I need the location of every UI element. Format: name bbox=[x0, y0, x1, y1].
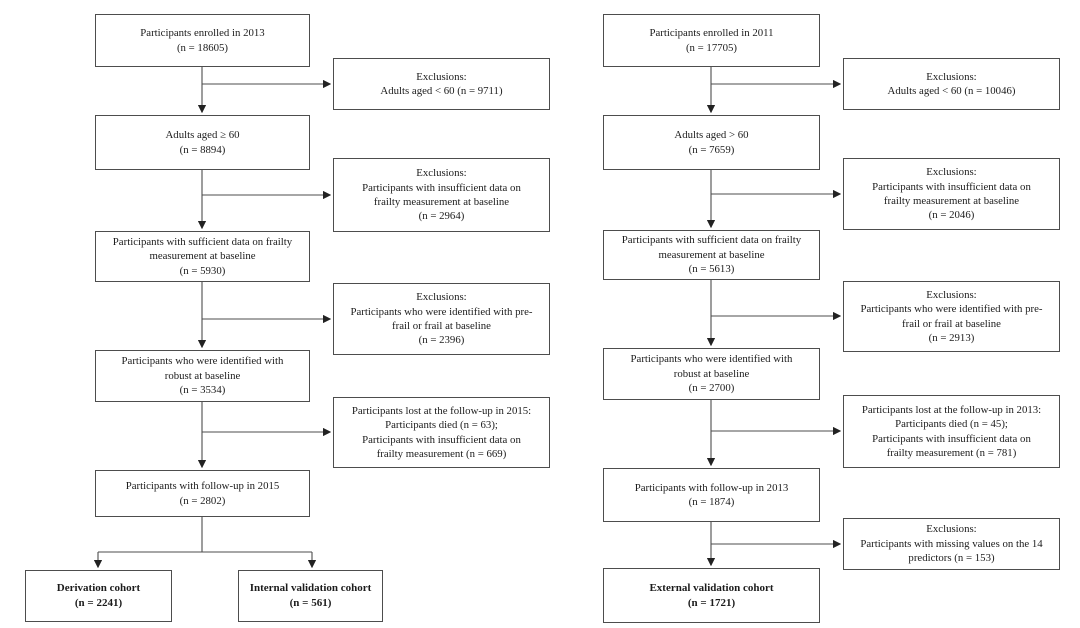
outcome-box-internal-validation-cohort-text: Internal validation cohort (n = 561) bbox=[249, 582, 372, 609]
exclusion-box-age-left-text: Exclusions: Adults aged < 60 (n = 9711) bbox=[380, 70, 503, 97]
flow-box-sufficient-data-right-text: Participants with sufficient data on fra… bbox=[621, 234, 802, 276]
exclusion-box-insufficient-left: Exclusions: Participants with insufficie… bbox=[333, 158, 550, 232]
exclusion-box-lost-followup-left-text: Participants lost at the follow-up in 20… bbox=[351, 404, 532, 460]
flow-box-enrolled-2013: Participants enrolled in 2013 (n = 18605… bbox=[95, 14, 310, 67]
flow-box-followup-2015: Participants with follow-up in 2015 (n =… bbox=[95, 470, 310, 517]
outcome-box-derivation-cohort-text: Derivation cohort (n = 2241) bbox=[56, 582, 141, 609]
outcome-box-derivation-cohort: Derivation cohort (n = 2241) bbox=[25, 570, 172, 622]
flow-box-sufficient-data-left-text: Participants with sufficient data on fra… bbox=[112, 235, 293, 277]
exclusion-box-missing-predictors: Exclusions: Participants with missing va… bbox=[843, 518, 1060, 570]
exclusion-box-prefrail-right: Exclusions: Participants who were identi… bbox=[843, 281, 1060, 352]
exclusion-box-lost-followup-left: Participants lost at the follow-up in 20… bbox=[333, 397, 550, 468]
flow-box-enrolled-2011: Participants enrolled in 2011 (n = 17705… bbox=[603, 14, 820, 67]
exclusion-box-insufficient-left-text: Exclusions: Participants with insufficie… bbox=[362, 167, 521, 223]
exclusion-box-insufficient-right: Exclusions: Participants with insufficie… bbox=[843, 158, 1060, 230]
exclusion-box-age-right-text: Exclusions: Adults aged < 60 (n = 10046) bbox=[887, 70, 1016, 97]
flow-box-enrolled-2013-text: Participants enrolled in 2013 (n = 18605… bbox=[140, 27, 265, 54]
flow-box-enrolled-2011-text: Participants enrolled in 2011 (n = 17705… bbox=[649, 27, 774, 54]
exclusion-box-prefrail-left-text: Exclusions: Participants who were identi… bbox=[350, 291, 533, 347]
flow-box-followup-2013: Participants with follow-up in 2013 (n =… bbox=[603, 468, 820, 522]
flow-box-aged-60-left-text: Adults aged ≥ 60 (n = 8894) bbox=[165, 129, 240, 156]
flow-box-aged-60-left: Adults aged ≥ 60 (n = 8894) bbox=[95, 115, 310, 170]
left-flow-connectors bbox=[93, 67, 332, 569]
outcome-box-internal-validation-cohort: Internal validation cohort (n = 561) bbox=[238, 570, 383, 622]
exclusion-box-lost-followup-right: Participants lost at the follow-up in 20… bbox=[843, 395, 1060, 468]
flow-box-sufficient-data-left: Participants with sufficient data on fra… bbox=[95, 231, 310, 282]
flow-box-aged-60-right: Adults aged > 60 (n = 7659) bbox=[603, 115, 820, 170]
exclusion-box-missing-predictors-text: Exclusions: Participants with missing va… bbox=[860, 523, 1043, 565]
exclusion-box-age-right: Exclusions: Adults aged < 60 (n = 10046) bbox=[843, 58, 1060, 110]
outcome-box-external-validation-cohort-text: External validation cohort (n = 1721) bbox=[649, 581, 774, 609]
flow-box-robust-right: Participants who were identified with ro… bbox=[603, 348, 820, 400]
exclusion-box-age-left: Exclusions: Adults aged < 60 (n = 9711) bbox=[333, 58, 550, 110]
exclusion-box-prefrail-right-text: Exclusions: Participants who were identi… bbox=[860, 288, 1043, 344]
right-flow-connectors bbox=[706, 67, 842, 567]
flow-box-robust-right-text: Participants who were identified with ro… bbox=[630, 353, 793, 395]
flow-box-sufficient-data-right: Participants with sufficient data on fra… bbox=[603, 230, 820, 280]
flow-box-aged-60-right-text: Adults aged > 60 (n = 7659) bbox=[674, 129, 749, 156]
outcome-box-external-validation-cohort: External validation cohort (n = 1721) bbox=[603, 568, 820, 623]
flow-box-followup-2015-text: Participants with follow-up in 2015 (n =… bbox=[125, 480, 280, 507]
flow-box-robust-left-text: Participants who were identified with ro… bbox=[121, 355, 284, 397]
exclusion-box-lost-followup-right-text: Participants lost at the follow-up in 20… bbox=[861, 403, 1042, 459]
flow-box-robust-left: Participants who were identified with ro… bbox=[95, 350, 310, 402]
exclusion-box-prefrail-left: Exclusions: Participants who were identi… bbox=[333, 283, 550, 355]
exclusion-box-insufficient-right-text: Exclusions: Participants with insufficie… bbox=[872, 166, 1031, 222]
flow-box-followup-2013-text: Participants with follow-up in 2013 (n =… bbox=[634, 481, 789, 508]
